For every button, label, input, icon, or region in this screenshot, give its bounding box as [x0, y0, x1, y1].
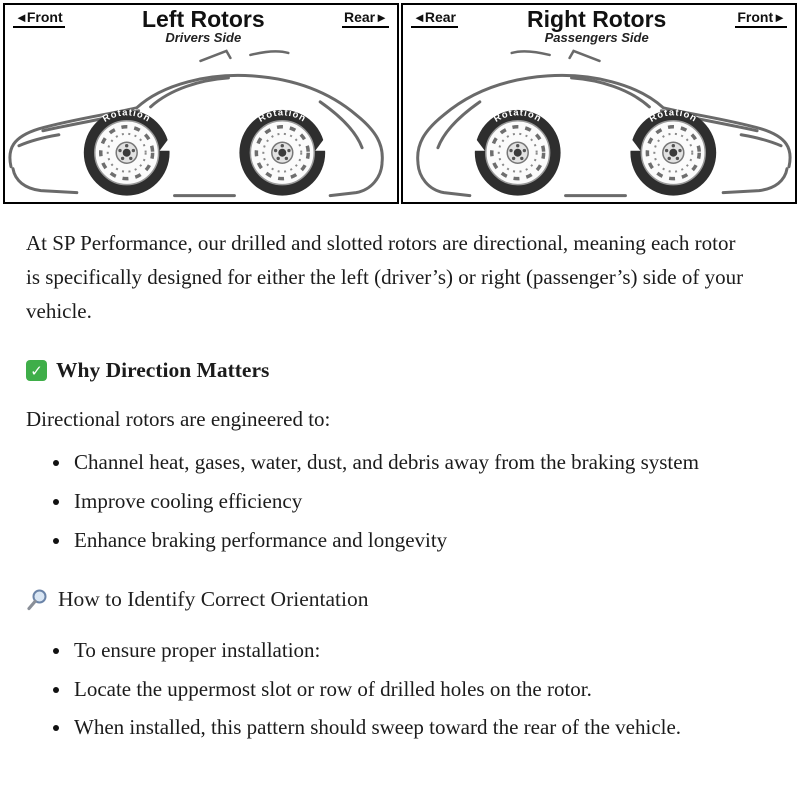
right-rotors-panel: ◄Rear Right Rotors Passengers Side Front…: [401, 3, 797, 205]
why-bullet-list: Channel heat, gases, water, dust, and de…: [26, 446, 772, 557]
right-panel-titles: Right Rotors Passengers Side: [527, 7, 666, 45]
rear-rotation-label: Rotation: [472, 107, 544, 151]
right-panel-header: ◄Rear Right Rotors Passengers Side Front…: [403, 5, 795, 45]
identify-orientation-heading: How to Identify Correct Orientation: [26, 587, 772, 612]
arrow-right-icon: ►: [375, 10, 388, 25]
right-car-illustration: Rotation Rotation: [416, 49, 792, 197]
list-item: When installed, this pattern should swee…: [72, 711, 772, 745]
svg-text:Rotation: Rotation: [101, 107, 153, 125]
left-car-illustration: Rotation Rotation: [8, 49, 384, 197]
front-direction-label: ◄Front: [13, 9, 65, 28]
why-direction-matters-heading: ✓ Why Direction Matters: [26, 358, 772, 383]
check-icon: ✓: [26, 360, 47, 382]
svg-text:Rotation: Rotation: [492, 107, 544, 125]
arrow-left-icon: ◄: [413, 10, 426, 25]
rear-rotation-label: Rotation: [256, 107, 328, 151]
left-rotors-panel: ◄Front Left Rotors Drivers Side Rear►: [3, 3, 399, 205]
front-rotor: [639, 118, 707, 187]
car-silhouette: [8, 49, 384, 197]
left-panel-titles: Left Rotors Drivers Side: [142, 7, 265, 45]
front-rotation-label: Rotation: [101, 107, 172, 151]
panel-title: Left Rotors: [141, 6, 265, 32]
list-item: Locate the uppermost slot or row of dril…: [72, 673, 772, 707]
left-panel-header: ◄Front Left Rotors Drivers Side Rear►: [5, 5, 397, 45]
identify-bullet-list: To ensure proper installation: Locate th…: [26, 634, 772, 745]
rear-direction-label: ◄Rear: [411, 9, 459, 28]
rear-direction-label: Rear►: [341, 9, 389, 28]
front-direction-label: Front►: [735, 9, 787, 28]
list-item: Enhance braking performance and longevit…: [72, 524, 772, 558]
heading-text: Why Direction Matters: [56, 358, 270, 383]
front-rotation-label: Rotation: [628, 107, 699, 151]
magnifier-icon: [27, 589, 47, 611]
engineered-to-lead: Directional rotors are engineered to:: [26, 407, 331, 432]
rotor-direction-diagram: ◄Front Left Rotors Drivers Side Rear►: [0, 0, 800, 205]
svg-text:Rotation: Rotation: [256, 107, 308, 125]
list-item: Improve cooling efficiency: [72, 485, 772, 519]
arrow-right-icon: ►: [773, 10, 786, 25]
front-rotor: [93, 118, 161, 187]
article-content: At SP Performance, our drilled and slott…: [0, 204, 800, 770]
panel-subtitle: Drivers Side: [165, 30, 242, 46]
svg-text:Rotation: Rotation: [647, 107, 699, 125]
list-item: To ensure proper installation:: [72, 634, 772, 668]
rear-rotor: [484, 118, 552, 187]
list-item: Channel heat, gases, water, dust, and de…: [72, 446, 772, 480]
panel-title: Right Rotors: [527, 6, 667, 32]
car-silhouette: [416, 49, 792, 197]
rear-rotor: [248, 118, 316, 187]
heading-text: How to Identify Correct Orientation: [58, 587, 369, 612]
panel-subtitle: Passengers Side: [544, 30, 649, 46]
arrow-left-icon: ◄: [15, 10, 28, 25]
intro-paragraph: At SP Performance, our drilled and slott…: [26, 231, 744, 324]
